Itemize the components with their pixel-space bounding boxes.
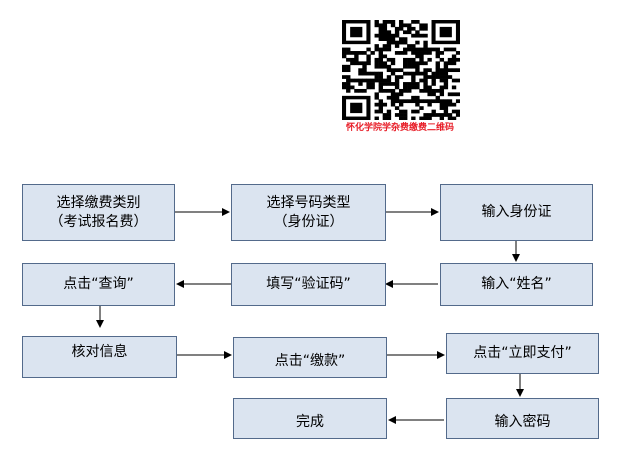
step-verify-info: 核对信息 (22, 336, 177, 378)
step-select-payment-type: 选择缴费类别 （考试报名费） (22, 184, 175, 241)
step-click-query: 点击“查询” (22, 263, 175, 306)
step-enter-name: 输入“姓名” (440, 263, 593, 306)
step-label-line: 点击“缴款” (274, 353, 346, 369)
step-label-line: （考试报名费） (49, 213, 148, 230)
step-click-pay: 点击“缴款” (233, 337, 387, 378)
step-label-line: 点击“立即支付” (473, 345, 572, 361)
step-label-line: 核对信息 (71, 344, 128, 360)
step-fill-captcha: 填写“验证码” (231, 263, 386, 306)
step-label-line: 输入身份证 (481, 204, 552, 220)
step-enter-id: 输入身份证 (440, 184, 593, 241)
step-label-line: 输入密码 (494, 414, 551, 430)
qr-code (342, 20, 460, 120)
step-label-line: 填写“验证码” (266, 276, 351, 292)
step-click-pay-now: 点击“立即支付” (446, 333, 599, 374)
step-select-id-type: 选择号码类型 （身份证） (231, 184, 386, 241)
step-enter-password: 输入密码 (446, 398, 599, 439)
step-label-line: （身份证） (273, 213, 344, 230)
step-label-line: 选择号码类型 (266, 194, 351, 211)
step-label-line: 点击“查询” (63, 276, 134, 292)
step-complete: 完成 (233, 398, 387, 439)
qr-caption: 怀化学院学杂费缴费二维码 (345, 123, 454, 133)
step-label-line: 输入“姓名” (481, 276, 552, 292)
qr-code-image (342, 20, 460, 120)
step-label-line: 完成 (296, 414, 324, 430)
step-label-line: 选择缴费类别 (56, 194, 141, 211)
